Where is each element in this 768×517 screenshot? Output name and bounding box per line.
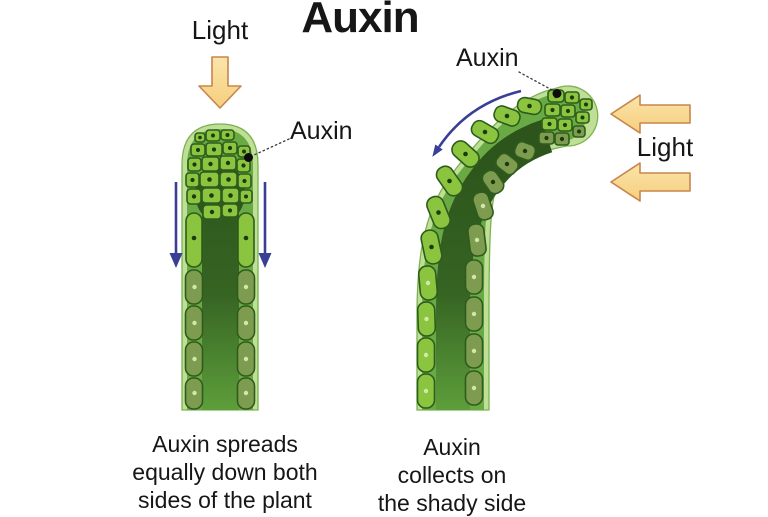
light-label-left: Light <box>191 15 249 45</box>
caption-right: Auxin collects on the shady side <box>352 433 552 517</box>
caption-left-line-3: sides of the plant <box>138 487 312 513</box>
auxin-dot-left <box>244 153 253 162</box>
leader-line-right <box>518 71 562 98</box>
stem-cells-right-outer <box>416 96 543 409</box>
plant-stem-bent <box>416 85 599 411</box>
caption-left-line-2: equally down both <box>132 459 318 485</box>
auxin-dot-right <box>552 89 562 98</box>
stem-cells-left-tip <box>185 129 253 220</box>
stem-cells-left-sides <box>184 212 256 410</box>
auxin-flow-arrow-left <box>169 182 183 268</box>
light-arrow-down-icon <box>198 56 242 109</box>
caption-left-line-1: Auxin spreads <box>152 431 298 457</box>
stem-cells-right-tip <box>538 89 593 146</box>
stem-cells-right-inner <box>464 140 537 406</box>
caption-right-line-1: Auxin <box>423 434 481 460</box>
caption-right-line-3: the shady side <box>377 490 527 516</box>
leader-line-left <box>244 138 290 162</box>
auxin-label-left: Auxin <box>290 117 353 145</box>
caption-right-line-2: collects on <box>397 462 507 488</box>
auxin-flow-arrow-right <box>258 182 272 268</box>
plant-stem-straight <box>181 123 259 411</box>
light-label-right: Light <box>636 132 694 162</box>
auxin-label-right: Auxin <box>456 44 519 72</box>
caption-left: Auxin spreads equally down both sides of… <box>100 430 350 514</box>
page-title: Auxin <box>301 0 419 42</box>
light-arrow-left-bottom-icon <box>610 162 691 202</box>
light-arrow-left-top-icon <box>610 94 691 134</box>
auxin-flow-arrow-curved <box>432 89 522 157</box>
